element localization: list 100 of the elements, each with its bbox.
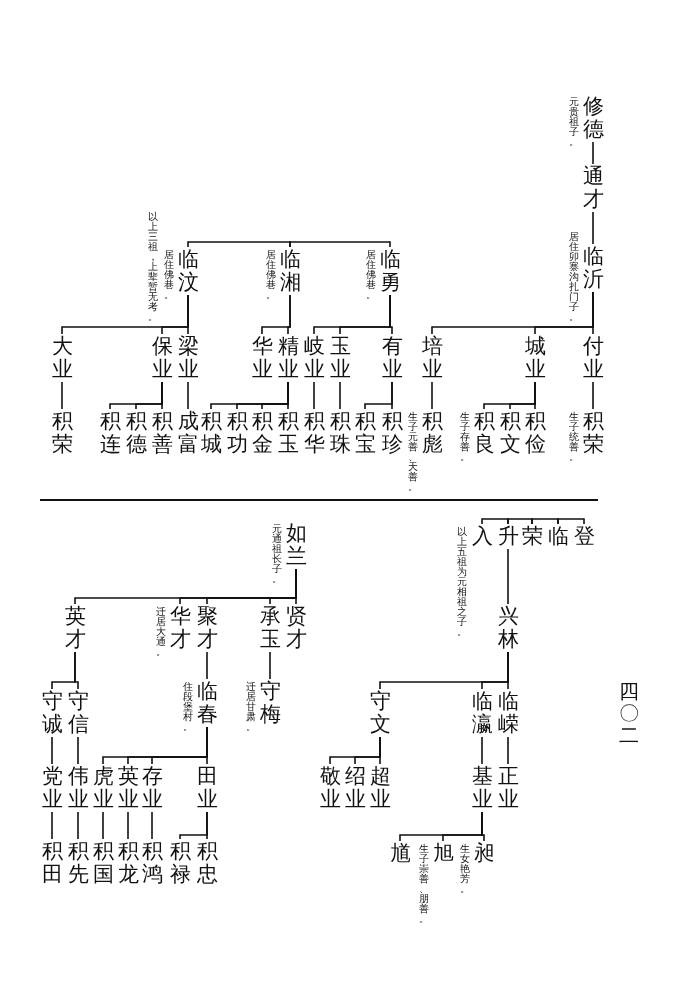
person-name: 积荣 xyxy=(581,410,605,456)
connector-line xyxy=(289,241,391,248)
connector-line xyxy=(592,381,594,410)
note-text: 居住佛巷。 xyxy=(163,250,175,300)
note-text: 住段堡村。 xyxy=(182,682,194,732)
person-name: 伟业 xyxy=(66,765,90,811)
person-name: 田业 xyxy=(195,765,219,811)
note-text: 生子统善。 xyxy=(568,412,580,462)
person-name: 修德 xyxy=(581,95,605,141)
person-name: 玉业 xyxy=(328,335,352,381)
person-name: 党业 xyxy=(40,765,64,811)
person-name: 岐业 xyxy=(302,335,326,381)
person-name: 积玉 xyxy=(276,410,300,456)
person-name: 积龙 xyxy=(116,840,140,886)
person-name: 积华 xyxy=(302,410,326,456)
connector-line xyxy=(269,651,271,680)
connector-line xyxy=(313,294,391,335)
person-name: 昶 xyxy=(472,842,496,865)
person-name: 通才 xyxy=(581,165,605,211)
connector-line xyxy=(102,811,104,840)
person-name: 荣 xyxy=(520,525,544,548)
person-name: 积功 xyxy=(225,410,249,456)
note-text: 居住佛巷。 xyxy=(265,250,277,300)
person-name: 积禄 xyxy=(168,840,192,886)
connector-line xyxy=(77,736,79,765)
person-name: 积先 xyxy=(66,840,90,886)
person-name: 积城 xyxy=(199,410,223,456)
note-text: 以上三祖，上辈暂无考。 xyxy=(147,212,159,322)
note-text: 迁居甘肃。 xyxy=(245,682,257,732)
connector-line xyxy=(483,381,536,410)
note-text: 居住佛巷。 xyxy=(365,250,377,300)
connector-line xyxy=(481,736,483,765)
person-name: 临沂 xyxy=(581,245,605,291)
person-name: 精业 xyxy=(276,335,300,381)
person-name: 积俭 xyxy=(523,410,547,456)
connector-line xyxy=(399,811,483,842)
connector-line xyxy=(313,381,315,410)
connector-line xyxy=(179,811,208,840)
person-name: 升 xyxy=(496,525,520,548)
person-name: 虎业 xyxy=(91,765,115,811)
connector-line xyxy=(210,381,289,410)
connector-line xyxy=(507,548,509,605)
connector-line xyxy=(531,518,559,525)
person-name: 正业 xyxy=(496,765,520,811)
connector-line xyxy=(507,736,509,765)
note-text: 生子崇善、朋善。 xyxy=(418,844,430,924)
person-name: 馗 xyxy=(388,842,412,865)
connector-line xyxy=(187,241,291,248)
connector-line xyxy=(481,518,509,525)
page-number: 四〇二 xyxy=(618,680,640,746)
note-text: 生子元善、天善。 xyxy=(407,412,419,492)
person-name: 培业 xyxy=(420,335,444,381)
person-name: 临汶 xyxy=(176,248,200,294)
connector-line xyxy=(592,141,594,165)
connector-line xyxy=(51,736,53,765)
person-name: 梁业 xyxy=(176,335,200,381)
person-name: 贤才 xyxy=(284,605,308,651)
connector-line xyxy=(109,381,163,410)
connector-line xyxy=(379,651,509,690)
person-name: 临 xyxy=(546,525,570,548)
connector-line xyxy=(364,381,393,410)
connector-line xyxy=(431,381,433,410)
person-name: 积良 xyxy=(472,410,496,456)
note-text: 生女艳芳。 xyxy=(459,844,471,894)
connector-line xyxy=(557,518,585,525)
person-name: 积珍 xyxy=(380,410,404,456)
person-name: 成富 xyxy=(176,410,200,456)
person-name: 临勇 xyxy=(378,248,402,294)
note-text: 元贵祖子。 xyxy=(568,97,580,147)
person-name: 临瀛 xyxy=(470,690,494,736)
connector-line xyxy=(77,811,79,840)
person-name: 大业 xyxy=(50,335,74,381)
person-name: 临湘 xyxy=(278,248,302,294)
connector-line xyxy=(74,568,297,605)
person-name: 有业 xyxy=(380,335,404,381)
note-text: 元通祖长子。 xyxy=(271,524,283,584)
person-name: 临春 xyxy=(195,680,219,726)
person-name: 绍业 xyxy=(343,765,367,811)
person-name: 守诚 xyxy=(40,690,64,736)
person-name: 入 xyxy=(470,525,494,548)
person-name: 守梅 xyxy=(258,680,282,726)
person-name: 超业 xyxy=(368,765,392,811)
note-text: 居住卯寨沟扎门子。 xyxy=(568,232,580,322)
connector-line xyxy=(206,651,208,680)
person-name: 基业 xyxy=(470,765,494,811)
connector-line xyxy=(592,211,594,245)
note-text: 生子存善。 xyxy=(459,412,471,462)
person-name: 承玉 xyxy=(258,605,282,651)
person-name: 敬业 xyxy=(318,765,342,811)
person-name: 积荣 xyxy=(50,410,74,456)
person-name: 聚才 xyxy=(195,605,219,651)
person-name: 积田 xyxy=(40,840,64,886)
person-name: 存业 xyxy=(140,765,164,811)
connector-line xyxy=(261,294,291,335)
connector-line xyxy=(507,518,533,525)
person-name: 英才 xyxy=(63,605,87,651)
connector-line xyxy=(329,736,381,765)
person-name: 积忠 xyxy=(195,840,219,886)
person-name: 积鸿 xyxy=(140,840,164,886)
person-name: 旭 xyxy=(431,842,455,865)
